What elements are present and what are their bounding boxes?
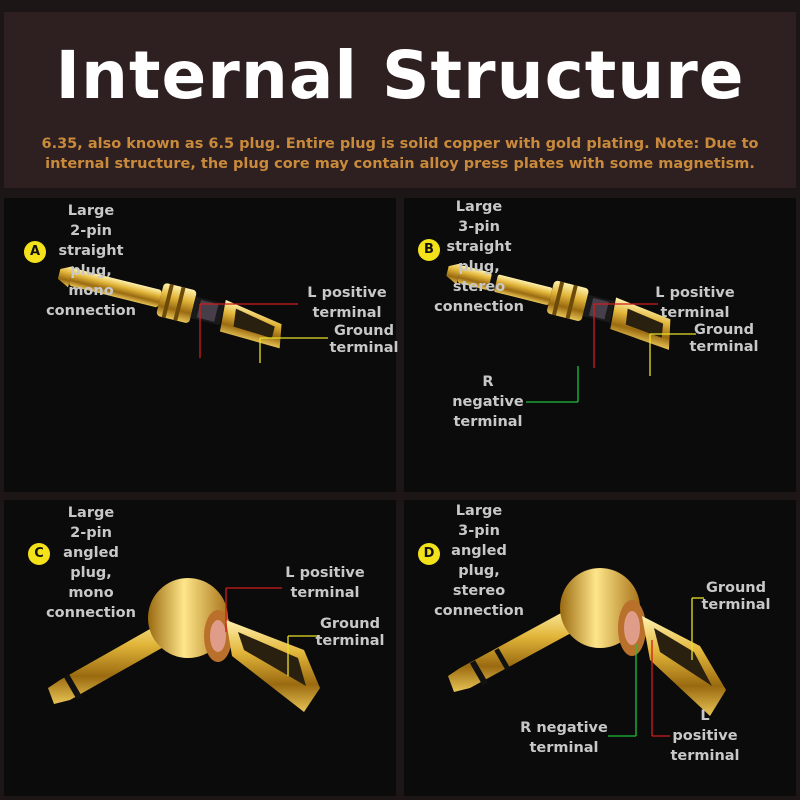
straight-2pin-plug-drawing: [57, 266, 282, 349]
angled-3pin-plug-drawing: [448, 568, 726, 716]
page-title: Internal Structure: [55, 37, 745, 114]
plug-d-illustration: [448, 568, 726, 737]
badge-b: B: [418, 239, 440, 261]
badge-a: A: [24, 241, 46, 263]
plug-b-illustration: [446, 263, 696, 403]
badge-d: D: [418, 543, 440, 565]
angled-2pin-plug-drawing: [48, 578, 320, 712]
plug-c-illustration: [48, 578, 320, 712]
plug-a-illustration: [57, 266, 328, 363]
note-line-1: 6.35, also known as 6.5 plug. Entire plu…: [41, 136, 759, 152]
note-line-2: internal structure, the plug core may co…: [45, 156, 755, 172]
description-note: 6.35, also known as 6.5 plug. Entire plu…: [24, 134, 776, 174]
straight-3pin-plug-drawing: [446, 263, 671, 350]
header-banner: Internal Structure 6.35, also known as 6…: [4, 12, 796, 188]
badge-c: C: [28, 543, 50, 565]
